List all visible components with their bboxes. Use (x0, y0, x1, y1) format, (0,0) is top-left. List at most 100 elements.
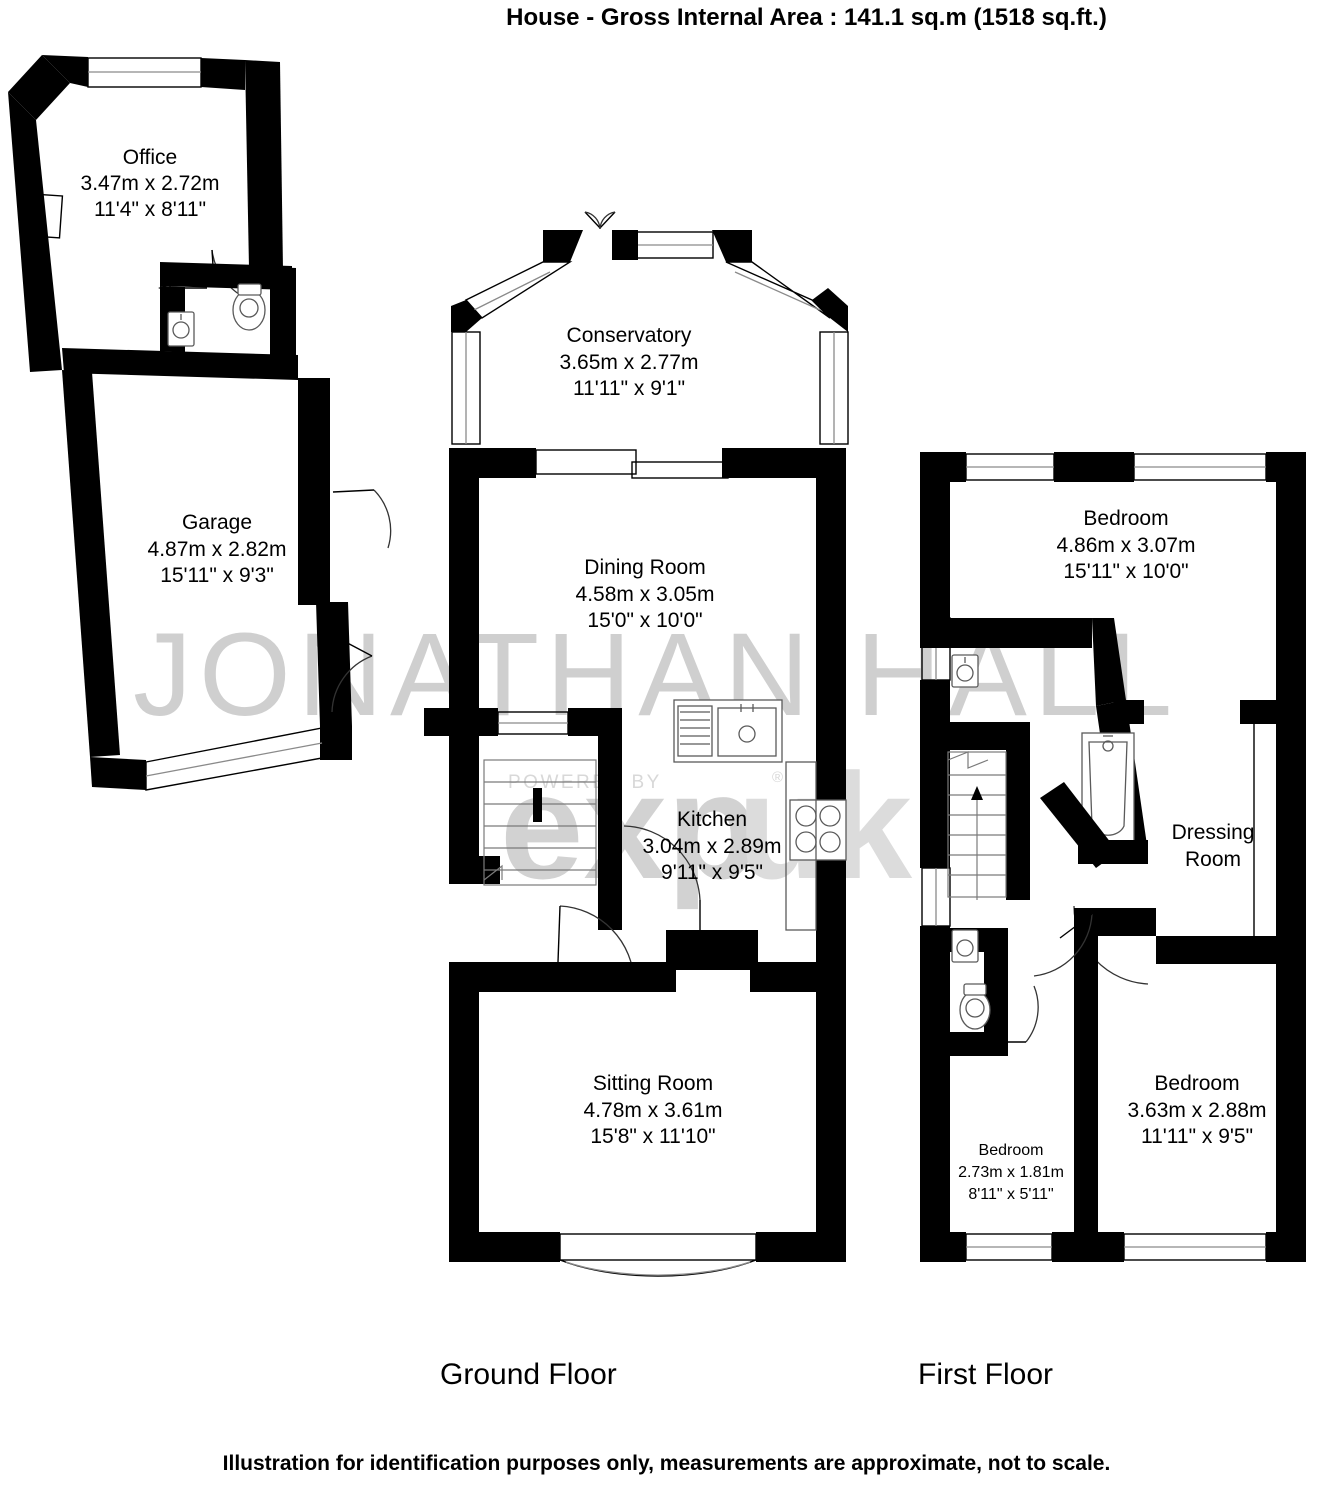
garage-structure (62, 370, 392, 791)
room-label-conservatory-name: Conservatory (567, 324, 692, 347)
room-label-dining-metric: 4.58m x 3.05m (576, 583, 715, 606)
first-wall-west-c (920, 926, 950, 1262)
office-wall-top-left (42, 55, 88, 87)
dressing-wall-south (1156, 936, 1306, 964)
room-label-bedroom3-name: Bedroom (979, 1142, 1044, 1159)
room-label-bedroom3-metric: 2.73m x 1.81m (958, 1164, 1064, 1181)
office-wall-top-right (201, 58, 245, 90)
page-title: House - Gross Internal Area : 141.1 sq.m… (0, 4, 1333, 32)
garage-door-leaf-bottom (337, 637, 373, 657)
wc-window-arrow (158, 282, 171, 294)
conservatory-structure (451, 211, 849, 445)
page-title-text: House - Gross Internal Area : 141.1 sq.m… (506, 4, 1107, 31)
conservatory-door-arc-right (599, 211, 616, 230)
conservatory-corner-e (812, 288, 848, 332)
first-wall-south-left (920, 1232, 966, 1262)
room-label-office-name: Office (123, 146, 177, 169)
bedroom3-wall-east (1074, 1040, 1098, 1262)
first-floor-caption: First Floor (918, 1358, 1053, 1391)
disclaimer-note: Illustration for identification purposes… (222, 1452, 1111, 1475)
conservatory-corner-w (451, 300, 482, 332)
room-label-garage-name: Garage (182, 511, 252, 534)
wc-wall-bottom (62, 348, 298, 380)
room-label-sitting-metric: 4.78m x 3.61m (584, 1099, 723, 1122)
room-label-conservatory-imperial: 11'11" x 9'1" (573, 377, 685, 400)
conservatory-window-ne-line (734, 271, 821, 311)
garage-wall-east-lower (316, 602, 352, 726)
room-label-office-imperial: 11'4" x 8'11" (94, 198, 206, 221)
ground-floor-caption: Ground Floor (440, 1358, 617, 1391)
ground-floor-plan: Office 3.47m x 2.72m 11'4" x 8'11" Garag… (8, 55, 849, 1277)
conservatory-window-ne (725, 261, 831, 319)
kitchen-door-arc (623, 825, 701, 901)
room-label-office-metric: 3.47m x 2.72m (81, 172, 220, 195)
first-wc-toilet-icon (959, 983, 991, 1030)
conservatory-sliding-door-right (631, 461, 729, 479)
garage-wall-east-upper (298, 378, 330, 605)
garage-door-arc-top (373, 489, 392, 549)
room-label-kitchen-name: Kitchen (677, 808, 747, 831)
first-floor-stairs (920, 654, 1030, 900)
kitchen-wall-west (598, 712, 622, 930)
room-label-bedroom3-imperial: 8'11" x 5'11" (968, 1186, 1053, 1203)
room-label-conservatory-metric: 3.65m x 2.77m (560, 351, 699, 374)
conservatory-wall-top-stub (612, 230, 638, 260)
bedroom1-wall-south (920, 618, 1092, 648)
dressing-wall-west (1074, 908, 1098, 1040)
room-label-dressing-line1: Dressing (1172, 821, 1255, 844)
first-floor-plan: Bedroom 4.86m x 3.07m 15'11" x 10'0" Dre… (920, 452, 1306, 1262)
conservatory-sliding-door-left (535, 449, 637, 475)
bedroom1-wall-angle (1092, 618, 1126, 706)
garage-wall-bottom-right (320, 726, 352, 760)
room-label-bedroom1-imperial: 15'11" x 10'0" (1063, 560, 1188, 583)
dressing-door-arc (1033, 913, 1093, 977)
room-label-kitchen-imperial: 9'11" x 9'5" (661, 861, 763, 884)
first-wc-door-arc (1025, 985, 1039, 1043)
stairs-newel (533, 788, 542, 822)
room-label-bedroom2-name: Bedroom (1154, 1072, 1239, 1095)
ground-stairs (483, 759, 597, 886)
garage-door-leaf-top (332, 489, 375, 493)
stairs-wall-top (920, 722, 1030, 750)
first-wall-west-a (920, 452, 950, 618)
conservatory-window-nw-line (473, 271, 551, 311)
dining-wall-west (449, 448, 479, 718)
sitting-wall-south-right (756, 1232, 846, 1262)
wc-structure (62, 262, 298, 380)
wc-wall-top (160, 262, 292, 290)
conservatory-corner-ne (712, 230, 752, 262)
watermark-registered-icon: ® (772, 769, 783, 786)
first-floor-labels: Bedroom 4.86m x 3.07m 15'11" x 10'0" Dre… (958, 507, 1266, 1203)
conservatory-corner-nw (543, 230, 583, 262)
conservatory-window-nw (464, 261, 573, 319)
bathroom-door-leaf (1040, 782, 1118, 868)
room-label-bedroom1-metric: 4.86m x 3.07m (1057, 534, 1196, 557)
office-wall-east (245, 60, 283, 270)
room-label-sitting-name: Sitting Room (593, 1072, 713, 1095)
dressing-door-leaf (1059, 913, 1093, 939)
sitting-wall-north-left (449, 962, 676, 992)
fireplace-block (666, 930, 758, 970)
main-block-wall-east (816, 448, 846, 970)
room-label-garage-imperial: 15'11" x 9'3" (160, 564, 274, 587)
garage-door-panel (145, 727, 323, 791)
room-label-bedroom2-metric: 3.63m x 2.88m (1128, 1099, 1267, 1122)
office-wall-corner-nw (8, 55, 70, 120)
office-wall-west (8, 92, 62, 372)
kitchen-hob-icon (789, 799, 847, 861)
first-wall-mid-east (1240, 700, 1306, 724)
room-label-dining-imperial: 15'0" x 10'0" (587, 609, 702, 632)
garage-door-line (145, 742, 323, 777)
sitting-wall-east (816, 962, 846, 1262)
stairs-wall-east (1006, 722, 1030, 900)
wc-wall-east (984, 928, 1008, 1056)
hall-wall-west (449, 718, 479, 880)
dining-wall-top-right (722, 448, 846, 478)
toilet-icon (232, 283, 266, 331)
sitting-bay-window (559, 1233, 757, 1261)
sitting-room-structure (449, 962, 846, 1277)
stairs-direction (483, 864, 503, 881)
kitchen-structure (673, 699, 847, 931)
first-wall-north-mid (1054, 452, 1134, 482)
